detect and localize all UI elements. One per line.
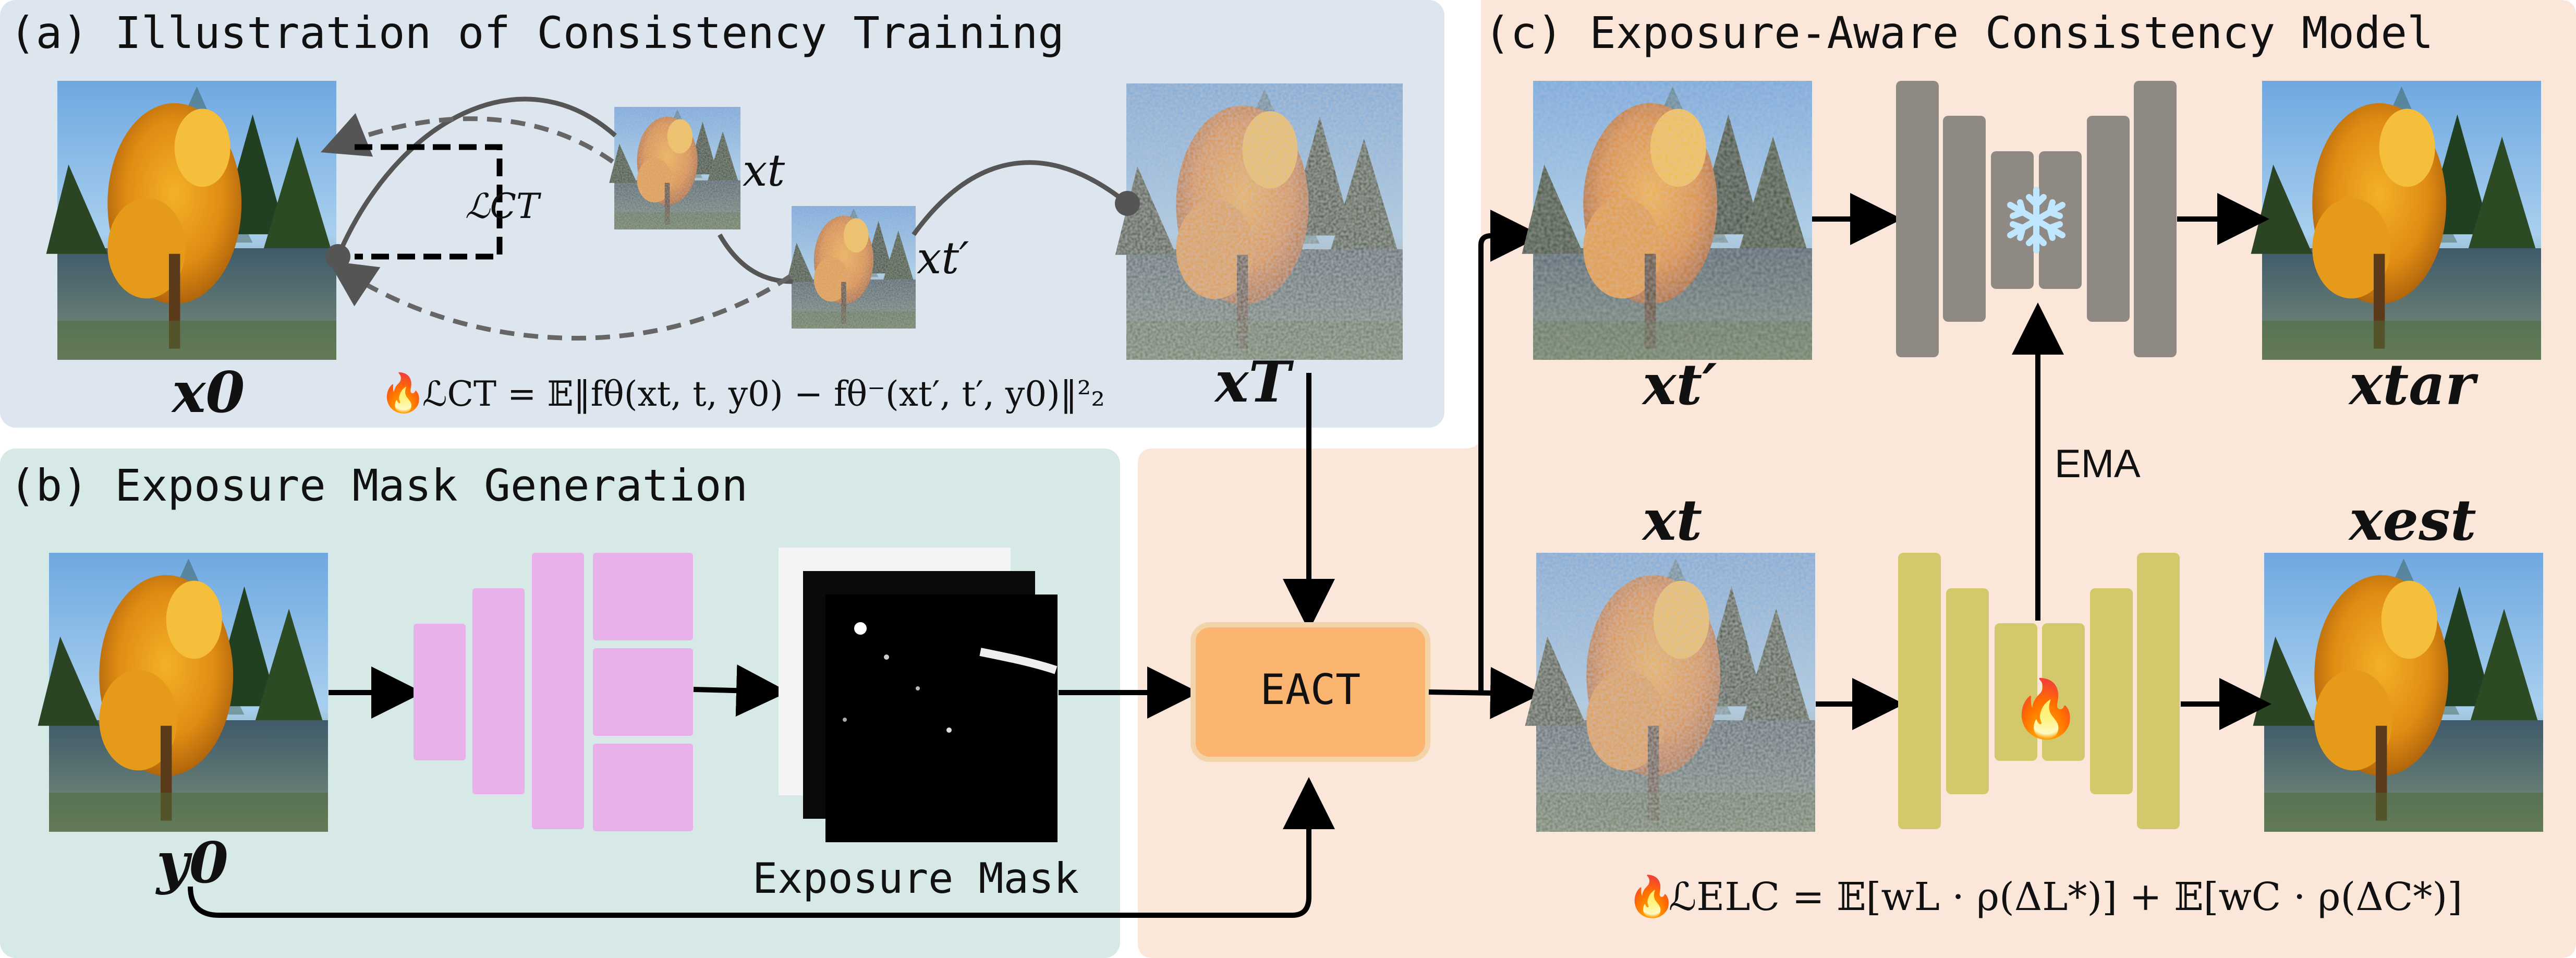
node-x0 — [325, 244, 350, 269]
arrow-y0-to-eact — [188, 777, 1335, 918]
label-exposure-mask: Exposure Mask — [752, 854, 1079, 903]
fire-icon-elc: 🔥 — [1627, 874, 1676, 919]
image-xT — [1115, 83, 1403, 360]
eact-box — [1190, 622, 1430, 762]
label-eact: EACT — [1260, 665, 1361, 714]
image-xt — [609, 107, 740, 229]
label-loss-elc-formula: ℒELC = 𝔼[wL · ρ(ΔL*)] + 𝔼[wC · ρ(ΔC*)] — [1669, 875, 2462, 919]
label-xT: xT — [1214, 349, 1294, 415]
image-xt-prime — [786, 206, 916, 329]
image-x0 — [46, 81, 337, 360]
image-c-xt — [1525, 553, 1815, 832]
exposure-mask-stack — [779, 548, 1058, 842]
curve-xt-prime-to-xT — [912, 160, 1129, 236]
image-c-xt-prime — [1522, 81, 1812, 360]
label-c-xt-prime: xt′ — [1642, 352, 1717, 418]
mask-generator-network — [414, 553, 693, 831]
fire-icon-ct: 🔥 — [380, 371, 427, 414]
image-x-tar — [2251, 81, 2541, 360]
label-c-xt: xt — [1642, 488, 1702, 553]
label-x-tar: xtar — [2348, 352, 2478, 418]
fire-icon-network: 🔥 — [2011, 677, 2081, 741]
label-y0: y0 — [155, 830, 228, 896]
panel-b-title: (b) Exposure Mask Generation — [9, 460, 748, 511]
label-ema: EMA — [2055, 442, 2141, 486]
curve-x0-to-xt — [335, 96, 617, 258]
arrow-mask-net-to-masks — [693, 664, 788, 717]
label-loss-ct-formula: ℒCT = 𝔼‖fθ(xt, t, y0) − fθ⁻(xt′, t′, y0)… — [422, 374, 1105, 414]
trainable-network — [1898, 553, 2180, 829]
panel-c-title: (c) Exposure-Aware Consistency Model — [1484, 7, 2434, 58]
image-y0 — [38, 553, 329, 832]
label-loss-ct: ℒCT — [465, 186, 542, 226]
arrow-eact-to-xt — [1428, 666, 1542, 719]
node-xT — [1115, 191, 1140, 216]
image-x-est — [2253, 553, 2543, 832]
arrow-eact-to-xt-prime — [1478, 210, 1542, 692]
loss-bracket — [355, 144, 503, 260]
dashed-arrow-xt-to-x0 — [320, 113, 614, 164]
label-xt: xt — [743, 145, 785, 196]
panel-a-title: (a) Illustration of Consistency Training — [9, 7, 1064, 58]
label-xt-prime: xt′ — [917, 233, 969, 284]
frozen-network — [1896, 81, 2177, 357]
label-x-est: xest — [2348, 488, 2476, 553]
snowflake-icon — [2007, 187, 2065, 253]
label-x0: x0 — [171, 360, 245, 426]
